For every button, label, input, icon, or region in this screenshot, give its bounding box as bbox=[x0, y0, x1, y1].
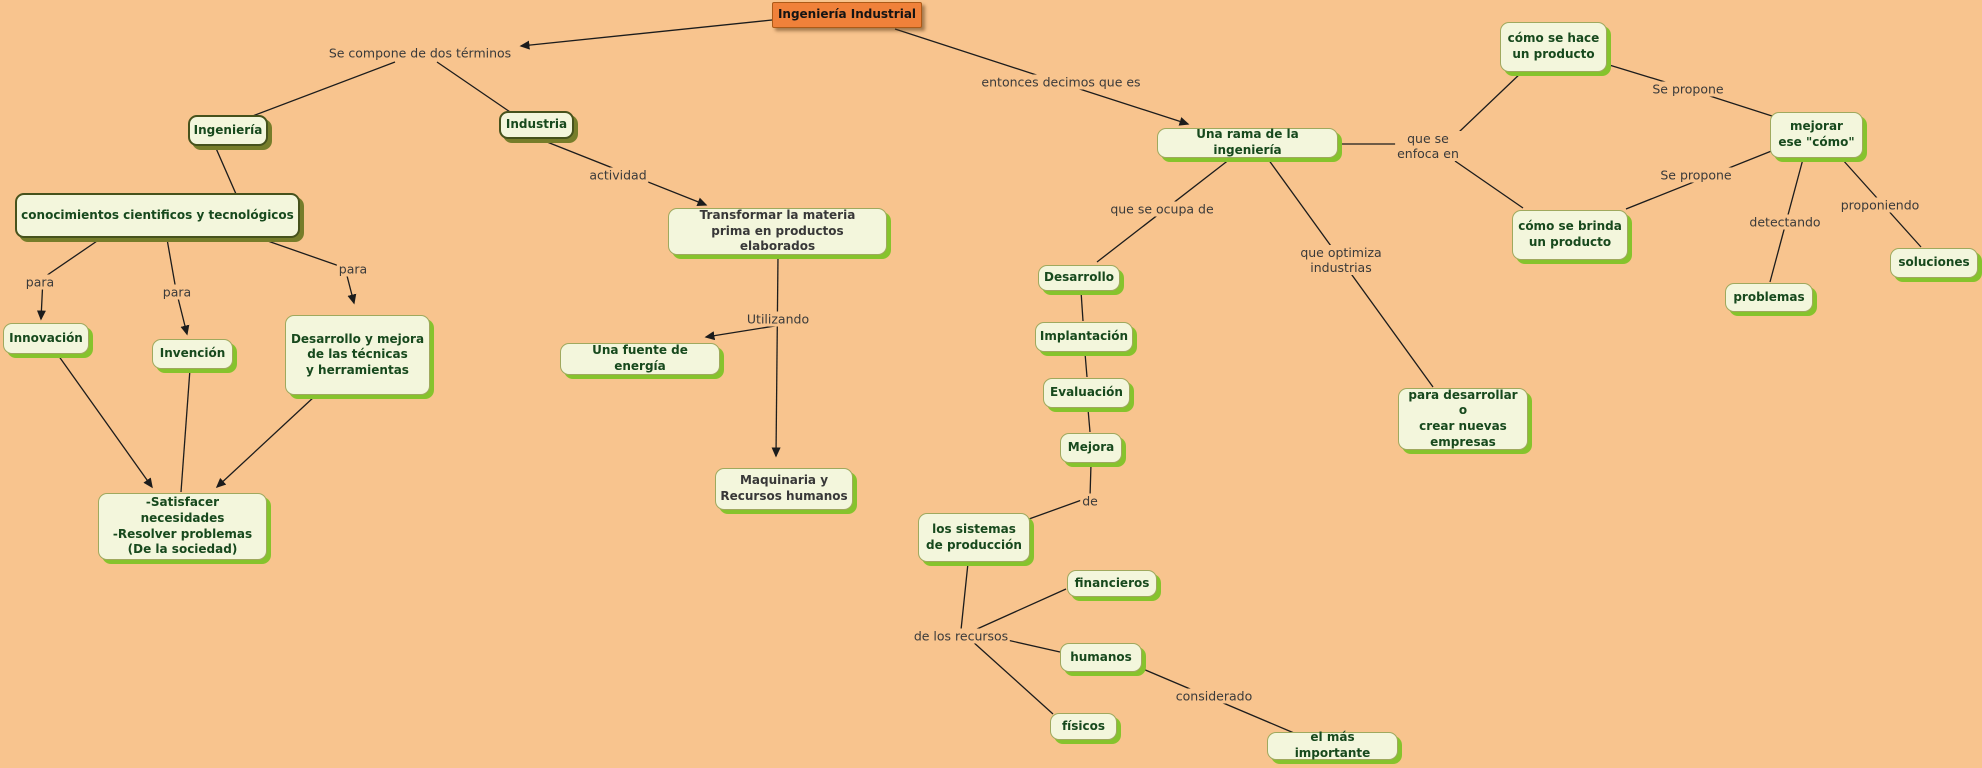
node-ingenieria[interactable]: Ingeniería bbox=[188, 115, 268, 146]
edge-sistemas-to-de-recursos bbox=[960, 562, 969, 631]
edge-innovacion-to-satisfacer bbox=[57, 354, 153, 489]
link-label-proponiendo[interactable]: proponiendo bbox=[1838, 197, 1922, 213]
link-label-para-1[interactable]: para bbox=[23, 274, 57, 290]
edge-que-enfoca-to-como-hace bbox=[1458, 70, 1524, 133]
node-mejorar[interactable]: mejorar ese "cómo" bbox=[1770, 112, 1863, 158]
node-conocimientos[interactable]: conocimientos cientificos y tecnológicos bbox=[15, 193, 300, 238]
link-label-que-optimiza[interactable]: que optimiza industrias bbox=[1298, 245, 1384, 275]
edge-ingenieria-to-conocimientos bbox=[214, 145, 237, 195]
node-innovacion[interactable]: Innovación bbox=[3, 323, 89, 354]
link-label-se-propone-1[interactable]: Se propone bbox=[1650, 81, 1726, 97]
edge-evaluacion-to-mejora bbox=[1087, 408, 1091, 433]
link-label-considerado[interactable]: considerado bbox=[1173, 688, 1255, 704]
node-sistemas[interactable]: los sistemas de producción bbox=[918, 513, 1030, 562]
edge-invencion-to-satisfacer bbox=[180, 368, 191, 493]
link-label-que-enfoca[interactable]: que se enfoca en bbox=[1395, 131, 1461, 161]
node-soluciones[interactable]: soluciones bbox=[1890, 248, 1978, 278]
link-label-de[interactable]: de bbox=[1080, 493, 1100, 509]
node-como-hace[interactable]: cómo se hace un producto bbox=[1500, 22, 1607, 72]
edge-de-recursos-to-humanos bbox=[1006, 639, 1061, 653]
edge-transformar-to-maquinaria bbox=[771, 255, 781, 458]
edge-de-recursos-to-fisicos bbox=[971, 640, 1054, 715]
edge-de-recursos-to-financieros bbox=[976, 588, 1067, 630]
node-transformar[interactable]: Transformar la materia prima en producto… bbox=[668, 208, 887, 255]
link-label-detectando[interactable]: detectando bbox=[1747, 214, 1823, 230]
edge-desarrollo-mejora-to-satisfacer bbox=[215, 395, 316, 489]
node-title[interactable]: Ingeniería Industrial bbox=[772, 2, 922, 28]
node-el-mas[interactable]: el más importante bbox=[1267, 730, 1398, 760]
node-evaluacion[interactable]: Evaluación bbox=[1043, 378, 1130, 408]
node-financieros[interactable]: financieros bbox=[1067, 570, 1157, 597]
edge-mejora-to-sistemas bbox=[1028, 463, 1092, 520]
node-maquinaria[interactable]: Maquinaria y Recursos humanos bbox=[715, 468, 853, 510]
edge-title-to-se-compone bbox=[519, 19, 773, 50]
edge-que-enfoca-to-como-brinda bbox=[1454, 160, 1524, 209]
edge-desarrollo-to-implantacion bbox=[1080, 290, 1084, 322]
node-desarrollo-mejora[interactable]: Desarrollo y mejora de las técnicas y he… bbox=[285, 315, 430, 395]
node-satisfacer[interactable]: -Satisfacer necesidades -Resolver proble… bbox=[98, 493, 267, 560]
edge-se-compone-to-industria bbox=[436, 61, 514, 115]
link-label-para-3[interactable]: para bbox=[336, 261, 370, 277]
node-para-desarrollar[interactable]: para desarrollar o crear nuevas empresas bbox=[1398, 388, 1528, 450]
link-label-se-compone[interactable]: Se compone de dos términos bbox=[326, 45, 514, 61]
node-problemas[interactable]: problemas bbox=[1725, 283, 1813, 312]
node-humanos[interactable]: humanos bbox=[1060, 643, 1142, 672]
link-label-se-propone-2[interactable]: Se propone bbox=[1658, 167, 1734, 183]
node-invencion[interactable]: Invención bbox=[152, 339, 233, 369]
node-fisicos[interactable]: físicos bbox=[1050, 713, 1117, 740]
node-desarrollo[interactable]: Desarrollo bbox=[1038, 265, 1120, 291]
edge-se-compone-to-ingenieria bbox=[249, 61, 396, 118]
node-implantacion[interactable]: Implantación bbox=[1035, 322, 1133, 352]
link-label-entonces[interactable]: entonces decimos que es bbox=[979, 74, 1143, 90]
link-label-que-ocupa[interactable]: que se ocupa de bbox=[1108, 201, 1216, 217]
node-mejora[interactable]: Mejora bbox=[1060, 433, 1122, 463]
node-industria[interactable]: Industria bbox=[499, 111, 574, 139]
node-como-brinda[interactable]: cómo se brinda un producto bbox=[1512, 210, 1628, 260]
node-fuente[interactable]: Una fuente de energía bbox=[560, 343, 720, 375]
link-label-actividad[interactable]: actividad bbox=[587, 167, 649, 183]
link-label-utilizando[interactable]: Utilizando bbox=[744, 311, 812, 327]
link-label-para-2[interactable]: para bbox=[160, 284, 194, 300]
edge-implantacion-to-evaluacion bbox=[1084, 352, 1088, 378]
link-label-de-recursos[interactable]: de los recursos bbox=[911, 628, 1011, 644]
node-una-rama[interactable]: Una rama de la ingeniería bbox=[1157, 127, 1338, 158]
